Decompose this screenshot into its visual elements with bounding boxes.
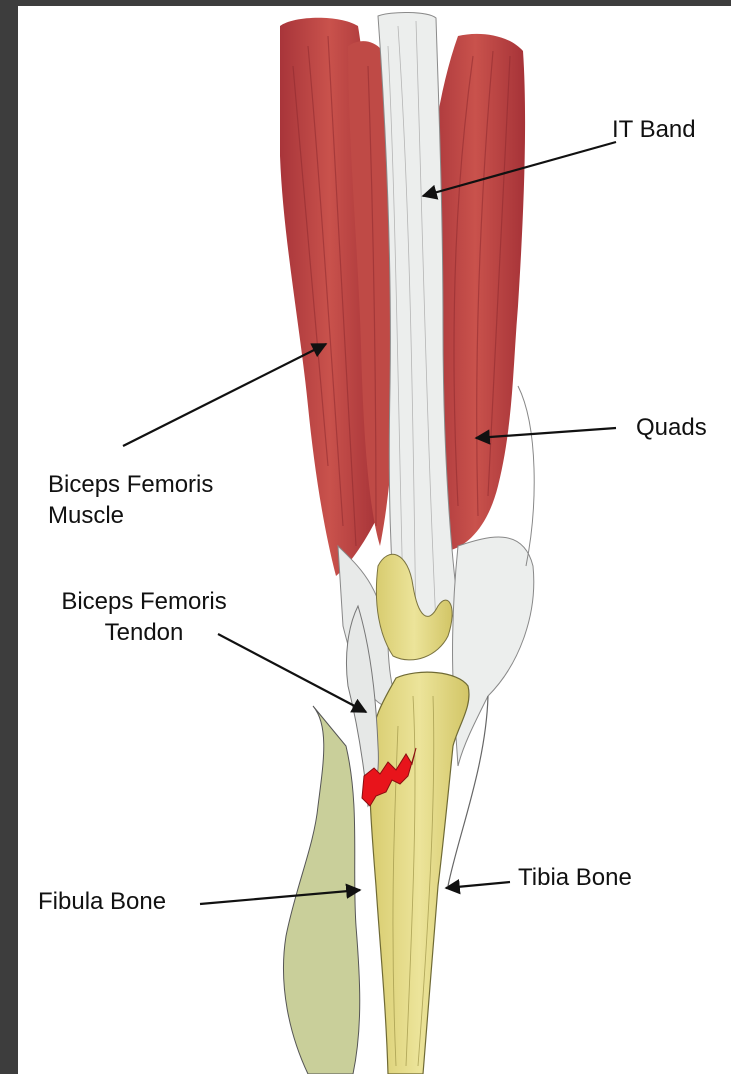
label-biceps-femoris-tendon: Biceps Femoris Tendon	[44, 586, 244, 648]
lateral-retinaculum	[453, 537, 534, 766]
label-biceps-tendon-line2: Tendon	[44, 617, 244, 648]
diagram-frame: IT Band Quads Biceps Femoris Muscle Bice…	[18, 6, 731, 1074]
tibia-arrow	[446, 882, 510, 888]
label-biceps-femoris-muscle: Biceps Femoris Muscle	[48, 469, 213, 531]
label-fibula-bone: Fibula Bone	[38, 886, 166, 917]
knee-side-line	[518, 386, 534, 566]
biceps-muscle-arrow	[123, 344, 326, 446]
label-biceps-tendon-line1: Biceps Femoris	[44, 586, 244, 617]
label-biceps-muscle-line2: Muscle	[48, 500, 213, 531]
label-quads: Quads	[636, 412, 707, 443]
label-it-band: IT Band	[612, 114, 696, 145]
label-tibia-bone: Tibia Bone	[518, 862, 632, 893]
tibia-bone	[369, 672, 469, 1074]
label-biceps-muscle-line1: Biceps Femoris	[48, 469, 213, 500]
